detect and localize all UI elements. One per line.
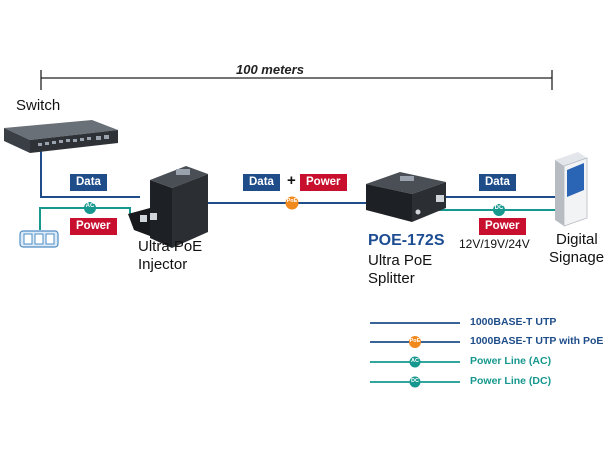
- power-tag-left: Power: [70, 218, 117, 235]
- signage-label-line2: Signage: [549, 249, 605, 266]
- legend-lines: [370, 322, 460, 388]
- power-outlet: [19, 230, 59, 248]
- ac-badge: [84, 202, 96, 214]
- ac-badge-label: AC: [85, 203, 95, 209]
- poe-injector-device: [128, 166, 208, 248]
- switch-label: Switch: [16, 97, 61, 114]
- dc-badge: [493, 204, 505, 216]
- poe-badge: [285, 196, 299, 210]
- data-tag-right: Data: [479, 174, 516, 191]
- legend-item-utp-poe: 1000BASE-T UTP with PoE: [470, 335, 604, 347]
- legend-item-dc: Power Line (DC): [470, 375, 552, 387]
- poe-badge-label: PoE: [286, 198, 298, 204]
- splitter-label-line2: Splitter: [368, 270, 415, 287]
- digital-signage-device: [555, 152, 588, 227]
- distance-dimension-line: [40, 70, 553, 90]
- power-tag-middle: Power: [300, 174, 347, 191]
- plus-sign: +: [287, 172, 296, 189]
- switch-device: [4, 120, 118, 153]
- legend-ac-marker: AC: [411, 358, 419, 364]
- splitter-label-line1: Ultra PoE: [368, 252, 433, 269]
- poe-splitter-device: [366, 172, 446, 222]
- dc-badge-label: DC: [494, 205, 504, 211]
- injector-label-line2: Injector: [138, 256, 188, 273]
- distance-label: 100 meters: [236, 62, 304, 77]
- data-tag-left: Data: [70, 174, 107, 191]
- legend-item-utp: 1000BASE-T UTP: [470, 316, 557, 328]
- data-tag-middle: Data: [243, 174, 280, 191]
- switch-data-line: [40, 148, 140, 198]
- legend-dc-marker: DC: [411, 378, 419, 384]
- power-tag-right: Power: [479, 218, 526, 235]
- signage-label-line1: Digital: [556, 231, 598, 248]
- injector-label-line1: Ultra PoE: [138, 238, 203, 255]
- legend-item-ac: Power Line (AC): [470, 355, 552, 367]
- splitter-model-label: POE-172S: [368, 232, 445, 249]
- splitter-voltage-label: 12V/19V/24V: [459, 237, 530, 251]
- legend-poe-marker: PoE: [409, 338, 421, 344]
